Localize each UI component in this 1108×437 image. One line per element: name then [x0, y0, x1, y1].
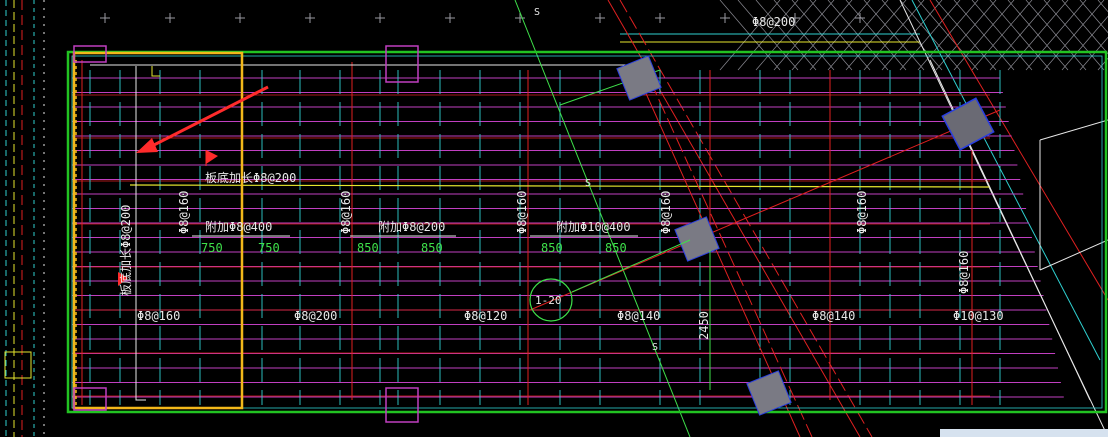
label-slab-edge-rebar: 板底加长Φ8@200	[205, 170, 296, 185]
label-vertical-4: Φ8@160	[659, 191, 673, 234]
label-section-mark: 1-20	[535, 294, 562, 307]
drawing-line	[1079, 36, 1108, 71]
diagonal-lines	[514, 0, 1108, 437]
column-4	[941, 97, 995, 151]
drawing-line	[1061, 15, 1108, 71]
column-2	[674, 216, 720, 262]
structural-columns[interactable]	[616, 55, 995, 416]
flag-marker-1	[206, 150, 218, 164]
label-small-mark-1: S	[534, 7, 540, 18]
edge-square-marker	[4, 351, 32, 379]
column-3	[746, 370, 792, 416]
top-grid-marks	[100, 13, 865, 23]
label-dim-750-b: 750	[258, 241, 280, 255]
hatch-area	[719, 0, 1108, 71]
drawing-line	[953, 0, 1015, 71]
label-small-mark-2: S	[585, 178, 591, 189]
label-dim-850-d: 850	[605, 241, 627, 255]
drawing-line	[935, 0, 997, 71]
drawing-line	[773, 0, 835, 71]
label-bottom-2: Φ8@200	[294, 309, 337, 323]
drawing-line	[989, 0, 1051, 71]
label-dim-2450: 2450	[697, 311, 711, 340]
center-yellow-line	[129, 184, 991, 188]
drawing-line	[1079, 0, 1108, 34]
red-arrow-annotation[interactable]	[136, 85, 269, 153]
drawing-line	[1007, 0, 1069, 71]
inner-boundary	[71, 55, 1103, 409]
label-bottom-3: Φ8@120	[464, 309, 507, 323]
drawing-line	[755, 0, 817, 71]
label-vertical-5: Φ8@160	[855, 191, 869, 234]
label-bottom-6: Φ10@130	[953, 309, 1004, 323]
label-bottom-4: Φ8@140	[617, 309, 660, 323]
label-vertical-left: 板底加长Φ8@200	[118, 205, 133, 296]
label-vertical-2: Φ8@160	[339, 191, 353, 234]
drawing-line	[737, 0, 799, 71]
label-vertical-3: Φ8@160	[515, 191, 529, 234]
annotation-labels: Φ8@200 板底加长Φ8@200 板底加长Φ8@200 Φ8@160 Φ8@1…	[118, 7, 1004, 353]
label-add-bar-3: 附加Φ10@400	[556, 220, 631, 234]
drawing-line	[827, 0, 889, 71]
drawing-line	[863, 0, 925, 71]
label-dim-750-a: 750	[201, 241, 223, 255]
section-callout-circle[interactable]	[529, 278, 573, 322]
section-leader	[571, 239, 691, 293]
drawing-line	[1043, 0, 1105, 71]
label-dim-850-b: 850	[421, 241, 443, 255]
drawing-line	[845, 0, 907, 71]
slab-boundary[interactable]	[66, 50, 1108, 414]
label-vertical-1: Φ8@160	[177, 191, 191, 234]
label-vertical-6: Φ8@160	[957, 251, 971, 294]
drawing-line	[881, 0, 943, 71]
boundary-columns	[73, 45, 419, 423]
label-dim-850-a: 850	[357, 241, 379, 255]
status-strip	[940, 429, 1108, 437]
drawing-line	[809, 0, 871, 71]
drawing-line	[971, 0, 1033, 71]
label-top-spacing: Φ8@200	[752, 15, 795, 29]
small-bracket	[151, 66, 160, 77]
label-small-mark-3: S	[652, 342, 658, 353]
drawing-line	[1025, 0, 1087, 71]
rebar-bracket	[135, 66, 146, 401]
column-1	[616, 55, 662, 101]
label-bottom-5: Φ8@140	[812, 309, 855, 323]
vertical-dashed-lines	[89, 70, 1001, 405]
horizontal-rebar-lines	[72, 77, 1064, 398]
label-add-bar-2: 附加Φ8@200	[378, 220, 445, 234]
label-dim-850-c: 850	[541, 241, 563, 255]
drawing-line	[719, 0, 781, 71]
left-edge-lines	[4, 0, 45, 437]
drawing-line	[791, 0, 853, 71]
flag-marker-2	[118, 272, 128, 286]
label-add-bar-1: 附加Φ8@400	[205, 220, 272, 234]
label-bottom-1: Φ8@160	[137, 309, 180, 323]
selected-region-highlight[interactable]	[72, 51, 244, 410]
